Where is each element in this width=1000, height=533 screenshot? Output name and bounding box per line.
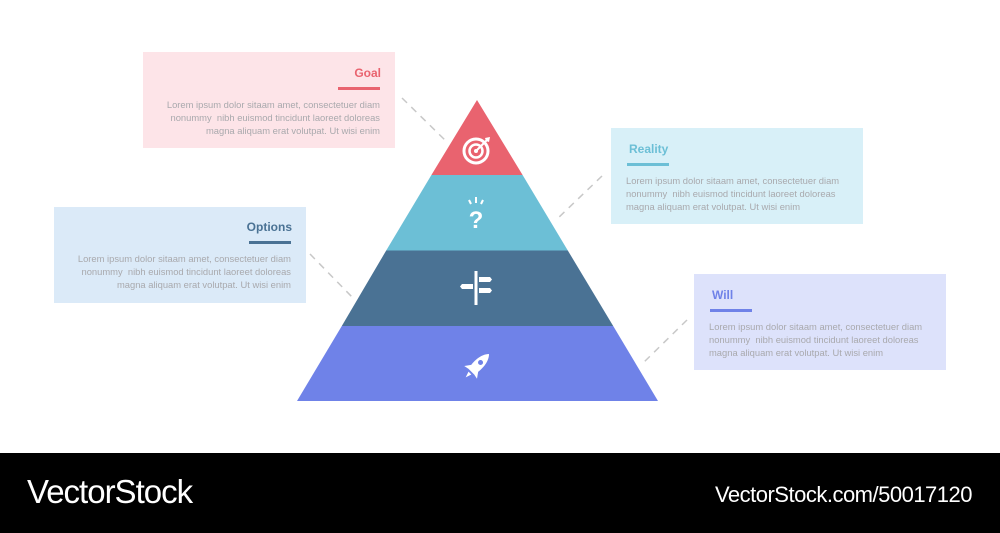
will-title: Will (712, 288, 734, 302)
options-connector (309, 253, 353, 298)
options-title: Options (246, 220, 292, 234)
goal-title: Goal (354, 66, 381, 80)
goal-underline (338, 87, 380, 90)
reality-title: Reality (629, 142, 669, 156)
goal-box: Goal Lorem ipsum dolor sitaam amet, cons… (143, 52, 395, 148)
will-connector (641, 319, 688, 365)
reality-box: Reality Lorem ipsum dolor sitaam amet, c… (611, 128, 863, 224)
will-box: Will Lorem ipsum dolor sitaam amet, cons… (694, 274, 946, 370)
options-box: Options Lorem ipsum dolor sitaam amet, c… (54, 207, 306, 303)
brand-logo: VectorStock (27, 473, 193, 510)
image-url: VectorStock.com/50017120 (714, 482, 973, 507)
will-description: Lorem ipsum dolor sitaam amet, consectet… (709, 321, 923, 358)
svg-text:?: ? (469, 207, 484, 234)
rocket-icon (464, 353, 490, 379)
options-description: Lorem ipsum dolor sitaam amet, consectet… (77, 253, 291, 290)
connector-lines (309, 97, 688, 365)
reality-underline (627, 163, 669, 166)
signpost-icon (460, 271, 492, 305)
pyramid-diagram: ? (297, 97, 688, 401)
options-underline (249, 241, 291, 244)
watermark-footer: VectorStock VectorStock.com/50017120 (0, 453, 1000, 533)
question-mark-icon: ? (468, 197, 484, 234)
pyramid-level-goal (431, 100, 523, 175)
pyramid-level-reality (386, 175, 568, 251)
target-icon (462, 137, 490, 165)
goal-description: Lorem ipsum dolor sitaam amet, consectet… (166, 99, 380, 136)
reality-connector (555, 175, 603, 221)
reality-description: Lorem ipsum dolor sitaam amet, consectet… (626, 175, 840, 212)
will-underline (710, 309, 752, 312)
goal-connector (401, 97, 448, 143)
